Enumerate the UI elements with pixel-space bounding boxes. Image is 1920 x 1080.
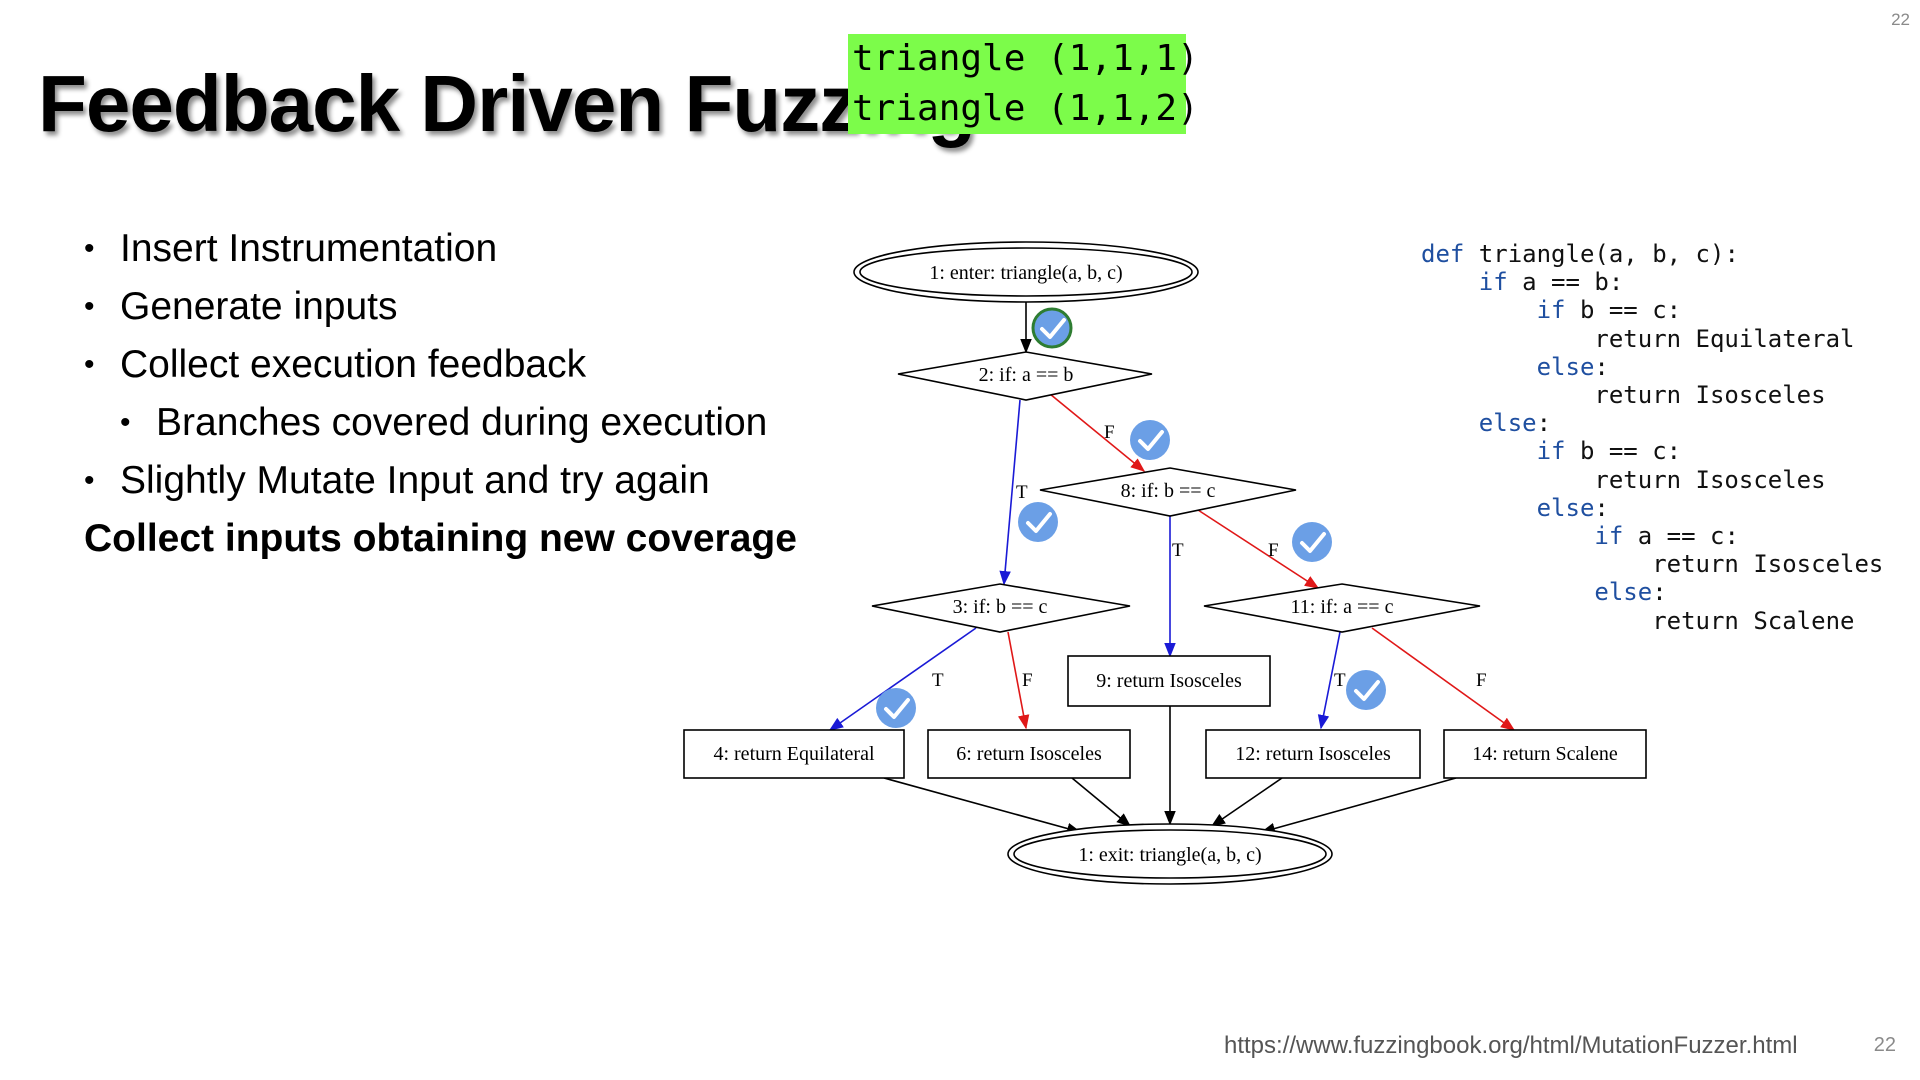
check-badge-icon [1031,307,1073,349]
code-line: if b == c: [1536,296,1682,325]
edge-if-bc8-false [1197,509,1320,589]
node-label: 2: if: a == b [979,364,1074,386]
edge-label-false: F [1476,670,1487,691]
edge-ret4-to-exit [883,777,1082,835]
edge-label-false: F [1268,540,1279,561]
edge-label-false: F [1104,422,1115,443]
edge-label-true: T [932,670,944,691]
edge-label-false: F [1022,670,1033,691]
node-return-12: 12: return Isosceles [1205,729,1421,779]
node-label: 12: return Isosceles [1235,743,1391,765]
node-return-14: 14: return Scalene [1443,729,1647,779]
bullet-item: Collect execution feedback [84,336,797,394]
node-label: 8: if: b == c [1121,480,1216,502]
code-line: else: [1536,493,1609,522]
node-if-a-eq-b: 2: if: a == b [897,351,1153,401]
edge-if-ac-true [1317,631,1341,730]
bullet-item: Generate inputs [84,278,797,336]
node-return-6: 6: return Isosceles [927,729,1131,779]
code-line: if a == c: [1594,522,1739,551]
page-number-top: 22 [1891,10,1910,29]
node-label: 6: return Isosceles [956,743,1102,765]
node-if-b-eq-c-3: 3: if: b == c [871,583,1131,633]
edge-label-true: T [1016,482,1028,503]
input-tag-1: triangle (1,1,1) [848,34,1199,84]
node-label: 1: enter: triangle(a, b, c) [929,262,1122,284]
code-line: else: [1536,352,1609,381]
node-label: 4: return Equilateral [713,743,874,765]
edge-if-ab-false [1049,393,1146,472]
node-if-a-eq-c: 11: if: a == c [1203,583,1481,633]
check-badge-icon [1130,420,1170,460]
node-label: 3: if: b == c [953,596,1048,618]
sub-bullet-item: Branches covered during execution [120,394,797,452]
node-return-4: 4: return Equilateral [683,729,905,779]
bullet-list: Insert Instrumentation Generate inputs C… [84,220,797,568]
node-entry: 1: enter: triangle(a, b, c) [853,241,1199,303]
node-label: 9: return Isosceles [1096,670,1242,692]
node-return-9: 9: return Isosceles [1067,655,1271,707]
edge-ret14-to-exit [1260,777,1457,835]
code-line: return Isosceles [1421,381,1826,410]
code-line: return Isosceles [1421,550,1884,579]
edge-if-bc3-true [828,627,977,731]
node-label: 1: exit: triangle(a, b, c) [1078,844,1261,866]
source-url: https://www.fuzzingbook.org/html/Mutatio… [1224,1032,1798,1059]
edge-if-bc3-false [1007,631,1030,730]
code-line: def triangle(a, b, c): [1421,240,1739,268]
bullet-item: Slightly Mutate Input and try again [84,452,797,510]
slide-title: Feedback Driven Fuzzing [38,59,976,148]
check-badge-icon [1292,522,1332,562]
code-line: else: [1594,578,1667,607]
node-label: 11: if: a == c [1291,596,1394,618]
edge-if-ab-true [999,399,1021,586]
check-badge-icon [1018,502,1058,542]
code-line: return Scalene [1421,606,1855,635]
code-line: return Equilateral [1421,324,1855,353]
node-label: 14: return Scalene [1472,743,1618,765]
node-exit: 1: exit: triangle(a, b, c) [1007,823,1333,885]
edge-label-true: T [1172,540,1184,561]
bold-summary-line: Collect inputs obtaining new coverage [84,517,797,560]
edge-ret6-to-exit [1071,777,1132,827]
input-tag-2: triangle (1,1,2) [848,84,1199,134]
code-line: else: [1478,409,1552,438]
bullet-item: Insert Instrumentation [84,220,797,278]
code-line: if b == c: [1536,437,1682,466]
page-number-bottom: 22 [1873,1034,1896,1056]
code-block: def triangle(a, b, c): if a == b: if b =… [1421,240,1883,635]
check-badge-icon [1346,670,1386,710]
edge-if-ac-false [1371,627,1516,731]
node-if-b-eq-c-8: 8: if: b == c [1039,467,1297,517]
edge-label-true: T [1334,670,1346,691]
check-badge-icon [876,688,916,728]
code-line: return Isosceles [1421,465,1826,494]
edge-ret12-to-exit [1210,777,1283,827]
code-line: if a == b: [1478,268,1624,297]
